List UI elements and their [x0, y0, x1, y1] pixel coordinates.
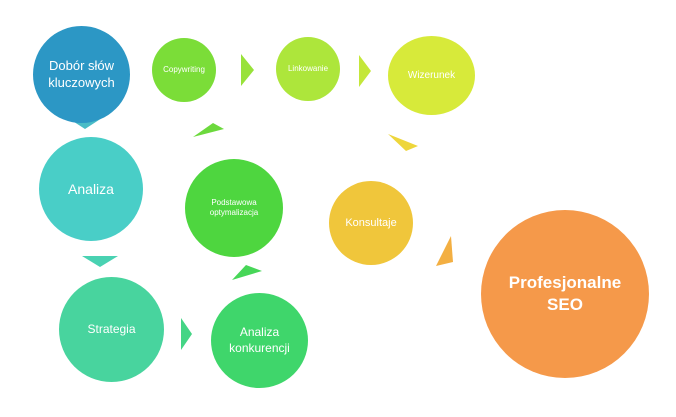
node-strategia: Strategia	[59, 277, 164, 382]
node-label: Analiza	[68, 180, 114, 197]
node-label: Analiza konkurencji	[229, 324, 290, 355]
arrow-konkurencja-to-podstawowa	[232, 265, 262, 280]
node-label: Dobór słów kluczowych	[48, 57, 115, 90]
node-label: Linkowanie	[287, 63, 329, 73]
node-label: Strategia	[87, 321, 136, 336]
arrow-strategia-to-konkurencja	[181, 318, 192, 350]
arrow-analiza-to-strategia	[82, 256, 118, 267]
arrow-linkowanie-to-wizerunek	[359, 55, 371, 87]
node-copywriting: Copywriting	[152, 38, 216, 102]
node-linkowanie: Linkowanie	[276, 37, 340, 101]
node-label: Copywriting	[163, 64, 205, 74]
arrow-podstawowa-to-copywriting	[193, 123, 224, 137]
arrow-wizerunek-to-konsultaje	[388, 134, 418, 151]
node-konsultaje: Konsultaje	[329, 181, 413, 265]
node-wizerunek: Wizerunek	[388, 36, 475, 115]
node-label: Wizerunek	[407, 70, 456, 81]
node-analiza-konkurencji: Analiza konkurencji	[211, 293, 308, 388]
arrow-konsultaje-to-seo	[436, 236, 453, 266]
node-label: Podstawowa optymalizacja	[209, 197, 259, 217]
node-podstawowa-optymalizacja: Podstawowa optymalizacja	[185, 159, 283, 257]
node-analiza: Analiza	[39, 137, 143, 241]
node-label: Profesjonalne SEO	[508, 272, 622, 314]
node-label: Konsultaje	[345, 216, 397, 229]
node-profesjonalne-seo: Profesjonalne SEO	[481, 210, 649, 378]
node-dobor-slow-kluczowych: Dobór słów kluczowych	[33, 26, 130, 123]
arrow-copywriting-to-linkowanie	[241, 54, 254, 86]
